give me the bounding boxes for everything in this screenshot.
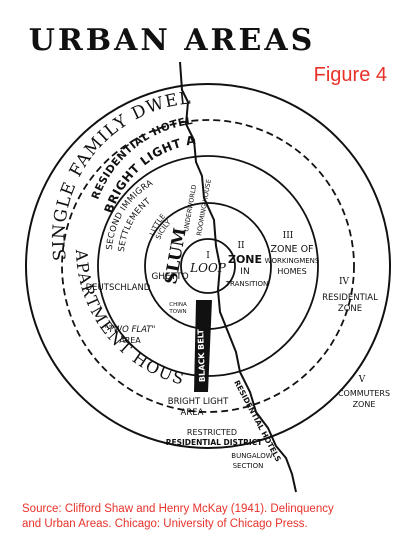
bungalow-label-2: SECTION: [233, 462, 264, 470]
source-citation: Source: Clifford Shaw and Henry McKay (1…: [22, 502, 402, 532]
deutschland-label: DEUTSCHLAND: [86, 283, 151, 293]
zone-3-line-2: WORKINGMENS: [265, 257, 320, 265]
zone-5-ring: [25, 83, 391, 449]
source-line-2: and Urban Areas. Chicago: University of …: [22, 518, 308, 530]
black-belt-label: BLACK BELT: [196, 328, 207, 382]
source-line-1: Source: Clifford Shaw and Henry McKay (1…: [22, 503, 334, 515]
zone-4-line-2: ZONE: [338, 304, 362, 314]
zone-5-line-1: COMMUTERS: [338, 389, 390, 398]
zone-2-line-2: IN: [240, 267, 249, 277]
black-belt-band: [194, 300, 212, 392]
zone-1-ring: [180, 238, 236, 294]
bright-light-bottom-label-1: BRIGHT LIGHT: [168, 397, 229, 407]
zone-4-ring: [61, 119, 355, 413]
zone-2-line-3: TRANSITION: [225, 280, 268, 288]
lake-shore-line: [179, 61, 297, 493]
zone-5-numeral: V: [358, 375, 366, 385]
loop-label: LOOP: [189, 261, 227, 275]
diagram-title: URBAN AREAS: [29, 23, 316, 58]
restricted-label-2: RESIDENTIAL DISTRICT: [166, 438, 263, 447]
chinatown-label-2: TOWN: [168, 309, 186, 315]
bungalow-label-1: BUNGALOW: [231, 452, 273, 460]
zone-5-line-2: ZONE: [353, 400, 376, 409]
zone-4-line-1: RESIDENTIAL: [322, 293, 378, 303]
zone-2-numeral: II: [237, 241, 245, 251]
ghetto-label: GHETTO: [151, 272, 188, 282]
zone-2-line-1: ZONE: [228, 253, 262, 266]
bright-light-bottom-label-2: AREA: [181, 408, 204, 418]
two-flat-label-1: "TWO FLAT": [105, 325, 156, 335]
chinatown-label-1: CHINA: [169, 302, 187, 308]
restricted-label-1: RESTRICTED: [187, 428, 237, 437]
zone-3-line-1: ZONE OF: [270, 244, 313, 255]
zone-1-numeral: I: [206, 251, 210, 261]
zone-3-line-3: HOMES: [277, 267, 306, 276]
two-flat-label-2: AREA: [119, 336, 141, 345]
zone-4-numeral: IV: [339, 277, 350, 287]
residential-hotels-bottom-label: RESIDENTIAL HOTELS: [232, 379, 283, 463]
zone-3-numeral: III: [283, 231, 294, 241]
figure-label: Figure 4: [313, 64, 387, 86]
